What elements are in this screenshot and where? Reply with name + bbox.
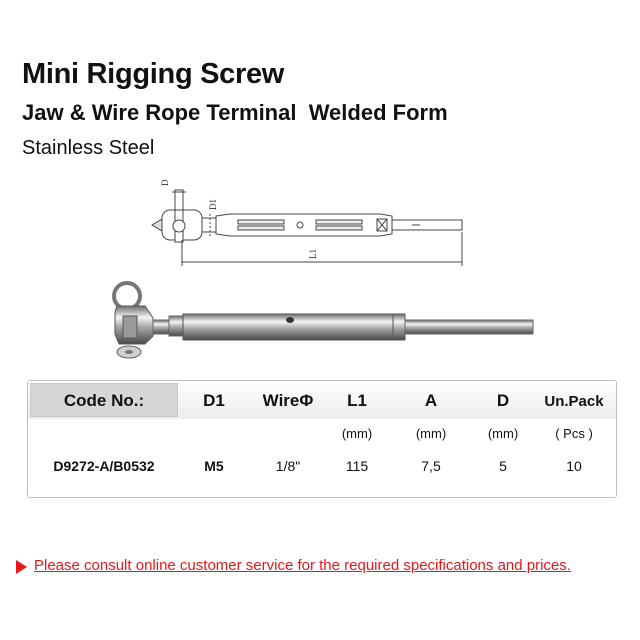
product-photo (112, 281, 534, 359)
material-label: Stainless Steel (22, 137, 155, 159)
header-code: Code No.: (63, 391, 145, 410)
unit-d: (mm) (487, 426, 519, 441)
header-d: D (496, 391, 510, 410)
drawing-label-l1: L1 (308, 249, 318, 259)
unit-a: (mm) (415, 426, 447, 441)
drawing-label-d1: D1 (208, 199, 218, 210)
spec-table: Code No.: D1 WireΦ L1 A D Un.Pack (mm) (… (27, 380, 617, 498)
product-title: Mini Rigging Screw (22, 58, 285, 90)
header-a: A (424, 391, 438, 410)
header-wire: WireΦ (262, 391, 314, 410)
drawing-label-d: D (160, 179, 170, 186)
notice-text[interactable]: Please consult online customer service f… (34, 557, 571, 574)
header-unpack: Un.Pack (544, 393, 604, 410)
spec-table-header (28, 381, 616, 419)
photo-split-ring (112, 281, 142, 311)
technical-drawing: D D1 L1 (151, 179, 463, 266)
code-header-box (30, 383, 178, 417)
row-d1: M5 (204, 458, 224, 474)
row-unpack: 10 (566, 458, 582, 474)
arrow-right-icon (16, 560, 27, 574)
photo-terminal (404, 319, 534, 335)
header-d1: D1 (203, 391, 225, 410)
row-d: 5 (499, 458, 507, 474)
unit-l1: (mm) (341, 426, 373, 441)
drawing-body (215, 213, 393, 237)
drawing-pin-tip (151, 218, 163, 232)
notice-link[interactable]: Please consult online customer service f… (16, 557, 626, 577)
row-wire: 1/8" (275, 458, 301, 474)
unit-unpack: ( Pcs ) (555, 426, 593, 441)
row-a: 7,5 (421, 458, 441, 474)
row-l1: 115 (345, 458, 369, 474)
drawing-terminal (391, 219, 463, 231)
product-subtitle: Jaw & Wire Rope Terminal Welded Form (22, 100, 448, 125)
header-l1: L1 (347, 391, 367, 410)
row-code: D9272-A/B0532 (53, 458, 155, 474)
photo-body (182, 313, 406, 341)
